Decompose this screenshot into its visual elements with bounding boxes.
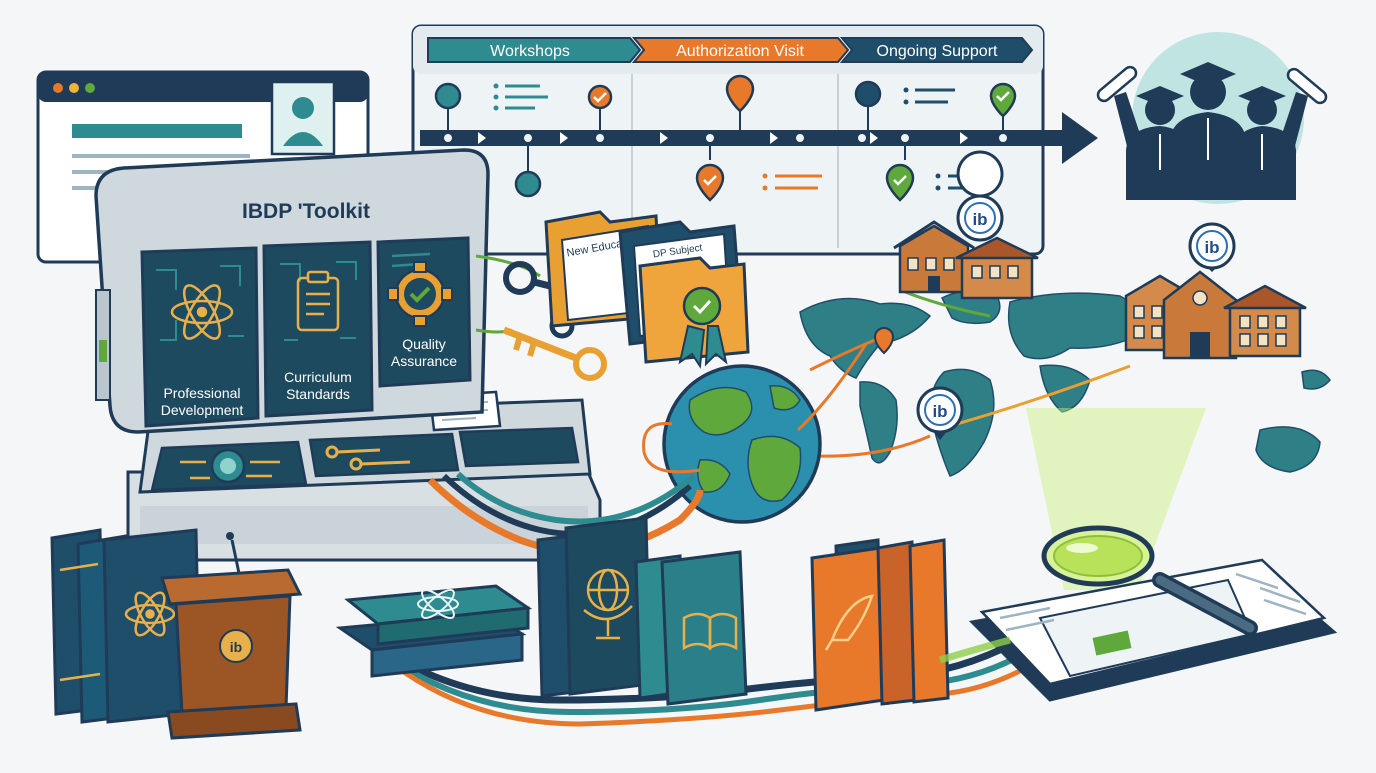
globe-stand-icon bbox=[583, 568, 633, 640]
stage-label-support: Ongoing Support bbox=[877, 43, 999, 60]
globe-icon bbox=[662, 364, 822, 524]
toolkit-device: IBDP 'Toolkit Professional Development C… bbox=[94, 148, 602, 562]
ib-badge-text: ib bbox=[230, 639, 242, 655]
bullet-lines bbox=[775, 174, 822, 190]
location-pin-icon bbox=[725, 74, 755, 132]
ib-badge-text: ib bbox=[1204, 238, 1219, 257]
location-pin-icon bbox=[873, 326, 895, 355]
panel-label-line2: Assurance bbox=[391, 353, 457, 369]
clipboard-icon bbox=[296, 270, 340, 332]
ib-badge-icon: ib bbox=[1188, 222, 1236, 272]
atom-icon bbox=[170, 284, 234, 340]
atom-icon bbox=[417, 589, 459, 619]
quill-icon bbox=[824, 594, 874, 651]
book-stack-middle bbox=[536, 516, 748, 706]
timeline-marker bbox=[854, 80, 882, 132]
panel-label-line1: Curriculum bbox=[284, 369, 352, 385]
timeline-panel: Workshops Authorization Visit Ongoing Su… bbox=[411, 24, 1098, 256]
documents-review bbox=[968, 408, 1338, 702]
panel-professional-development bbox=[140, 246, 260, 428]
clock-icon bbox=[1192, 290, 1208, 306]
check-pin-icon bbox=[695, 144, 725, 202]
connection-paths bbox=[642, 343, 868, 474]
timeline-marker bbox=[434, 82, 462, 132]
bullet-lines bbox=[505, 84, 548, 110]
gear-check-icon bbox=[387, 261, 453, 327]
timeline-marker bbox=[514, 144, 542, 198]
open-book-icon bbox=[682, 612, 738, 651]
graduates-icon bbox=[1096, 32, 1328, 204]
podium-icon: ib bbox=[160, 532, 303, 740]
ib-badge-icon: ib bbox=[916, 386, 964, 440]
panel-label-line1: Professional bbox=[163, 385, 240, 401]
bullet-lines bbox=[915, 88, 955, 104]
stage-arrow-authorization bbox=[631, 37, 850, 63]
panel-label-line2: Development bbox=[161, 402, 244, 418]
panel-label-line2: Standards bbox=[286, 386, 350, 402]
stage-label-authorization: Authorization Visit bbox=[676, 43, 804, 60]
stage-arrow-support bbox=[839, 37, 1034, 63]
highlight-block bbox=[1092, 630, 1132, 656]
folders-illustration: New Educators DP Subject Areas bbox=[544, 210, 750, 369]
book-flat bbox=[335, 584, 533, 678]
check-pin-icon bbox=[885, 144, 915, 202]
ib-badge-text: ib bbox=[972, 210, 987, 229]
atom-icon bbox=[124, 591, 176, 637]
timeline-arrow bbox=[420, 112, 1098, 164]
book-stack-right bbox=[810, 538, 950, 712]
school-building-icon bbox=[893, 220, 1039, 300]
stage-arrow-workshops bbox=[427, 37, 642, 63]
magnifying-glass-icon bbox=[1041, 525, 1258, 636]
keys-pad bbox=[308, 432, 460, 478]
stage-label-workshops: Workshops bbox=[490, 43, 570, 60]
check-marker-icon bbox=[587, 84, 613, 132]
ib-badge-icon: ib bbox=[956, 150, 1004, 242]
toolkit-title: IBDP 'Toolkit bbox=[242, 200, 370, 223]
glow-cable bbox=[938, 636, 1011, 664]
check-pin-icon bbox=[989, 82, 1017, 132]
award-ribbon-icon bbox=[678, 286, 728, 369]
panel-label-line1: Quality bbox=[402, 336, 446, 352]
ib-badge-text: ib bbox=[932, 402, 947, 421]
school-building-icon bbox=[1124, 270, 1307, 360]
